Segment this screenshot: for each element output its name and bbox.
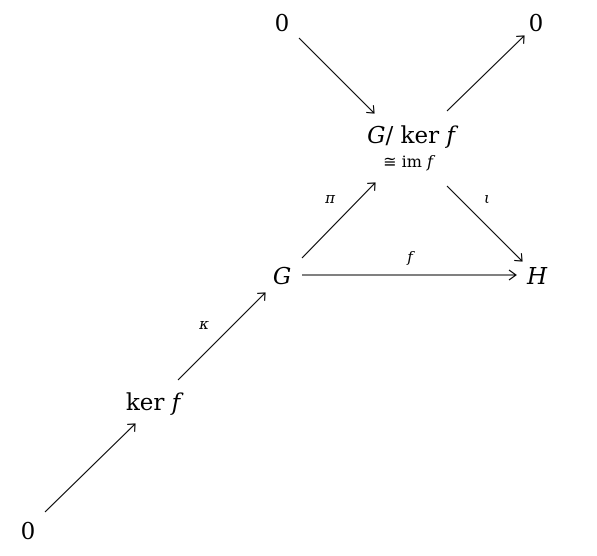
node-quotient: G/ ker f bbox=[367, 123, 458, 149]
arrow-g-to-quotient bbox=[301, 182, 376, 259]
quotient-slash-ker: / ker bbox=[385, 123, 446, 149]
quotient-f: f bbox=[444, 123, 458, 149]
arrow-label-iota: ι bbox=[484, 189, 490, 207]
arrow-g-to-h bbox=[302, 269, 517, 281]
arrow-zero-to-kernel bbox=[44, 423, 136, 513]
kernel-ker: ker bbox=[126, 390, 172, 416]
arrow-quotient-to-zero bbox=[446, 35, 525, 112]
iso-f: f bbox=[426, 152, 436, 171]
quotient-g: G bbox=[367, 123, 385, 149]
iso-im: ≅ im bbox=[383, 152, 427, 171]
node-zero-top-left: 0 bbox=[275, 11, 290, 37]
node-zero-top-right: 0 bbox=[529, 11, 544, 37]
node-zero-bottom-left: 0 bbox=[21, 519, 36, 545]
arrow-label-f: f bbox=[406, 248, 415, 266]
arrow-label-kappa: κ bbox=[198, 315, 209, 333]
node-kernel: ker f bbox=[126, 390, 184, 416]
node-g: G bbox=[273, 264, 291, 290]
arrow-zero-to-quotient bbox=[298, 37, 375, 114]
arrow-quotient-to-h bbox=[446, 185, 523, 262]
kernel-f: f bbox=[170, 390, 184, 416]
arrow-kernel-to-g bbox=[177, 292, 266, 381]
node-image-iso: ≅ im f bbox=[383, 152, 436, 171]
node-h: H bbox=[526, 264, 548, 290]
arrow-label-pi: π bbox=[324, 189, 336, 207]
